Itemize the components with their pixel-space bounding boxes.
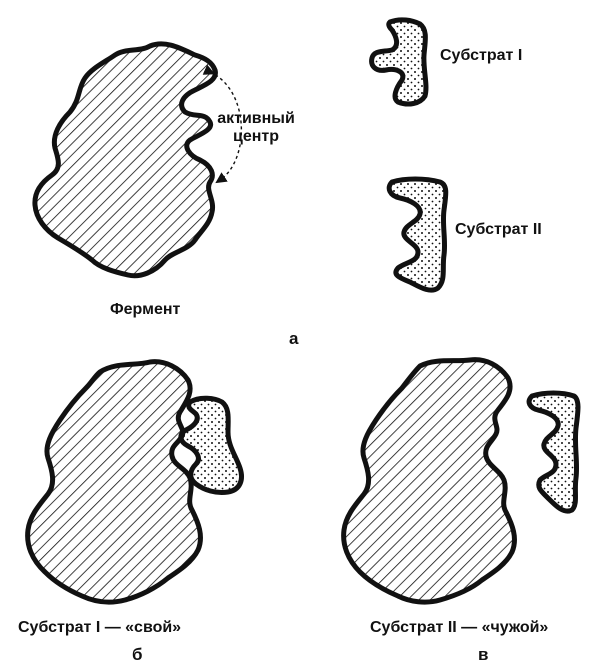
panel-letter-a: а (289, 330, 298, 347)
substrate2-label: Субстрат II (455, 222, 542, 238)
substrate2-shape-c (529, 393, 578, 511)
substrate2-shape-a (389, 179, 446, 290)
active-site-label: активный центр (216, 110, 296, 145)
caption-b: Субстрат I — «свой» (18, 620, 181, 636)
panel-letter-c: в (478, 646, 488, 663)
panel-letter-b: б (132, 646, 143, 663)
enzyme-shape-b (28, 362, 201, 602)
substrate1-label: Субстрат I (440, 48, 522, 64)
enzyme-label: Фермент (110, 302, 180, 318)
enzyme-shape-a (35, 44, 216, 276)
substrate1-shape-b (181, 398, 242, 492)
enzyme-shape-c (344, 360, 515, 602)
substrate1-shape-a (372, 20, 426, 104)
caption-c: Субстрат II — «чужой» (370, 620, 548, 636)
